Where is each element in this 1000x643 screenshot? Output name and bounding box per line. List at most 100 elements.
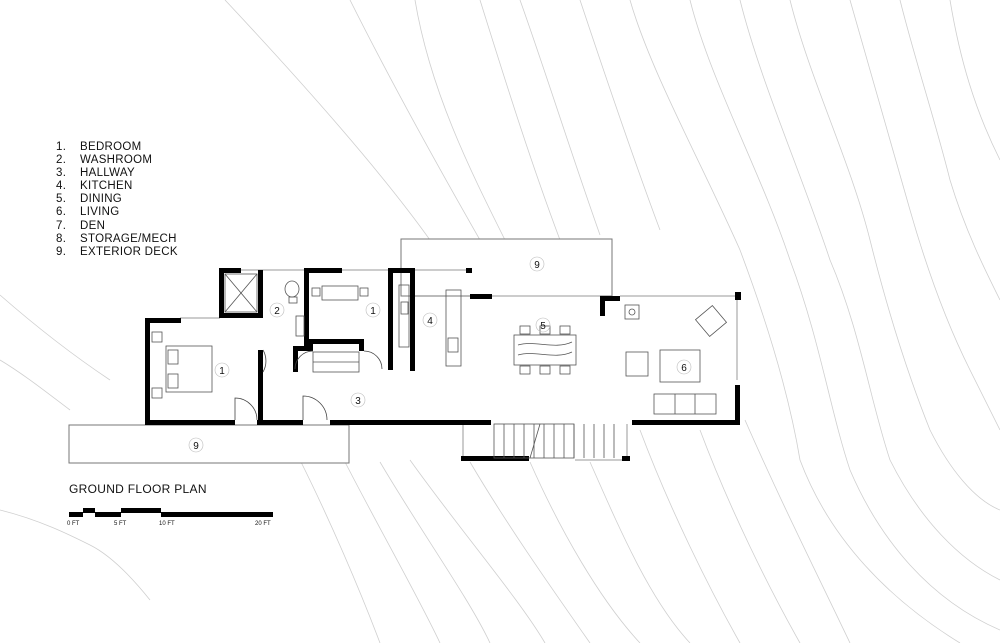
- wall: [258, 270, 263, 318]
- contour-line: [224, 0, 431, 241]
- wall: [145, 318, 150, 425]
- scale-label-5: 5 FT: [114, 521, 127, 527]
- wall: [600, 296, 620, 301]
- contour-line: [479, 0, 561, 241]
- chair: [519, 365, 531, 375]
- deck-top-outline: [400, 238, 613, 297]
- chair: [539, 325, 551, 335]
- room-legend: 1.BEDROOM 2.WASHROOM 3.HALLWAY 4.KITCHEN…: [56, 141, 178, 259]
- wall: [145, 318, 181, 323]
- wall: [293, 346, 313, 351]
- contour-line: [739, 0, 1000, 581]
- legend-item: 4.KITCHEN: [56, 180, 133, 193]
- room-tag-circle: [535, 317, 551, 333]
- dining-table: [513, 334, 577, 366]
- room-tags: 1 2 1 3 4 5 6 9 9: [188, 256, 692, 453]
- legend-item: 3.HALLWAY: [56, 167, 135, 180]
- wall: [219, 268, 241, 273]
- shower: [224, 273, 258, 313]
- wall: [461, 420, 491, 425]
- room-tag-deck-bottom: 9: [193, 441, 199, 452]
- wall: [393, 268, 411, 273]
- nightstand: [151, 331, 163, 343]
- wall: [622, 456, 630, 461]
- stove-burner: [628, 308, 636, 316]
- contour-line: [689, 0, 1000, 631]
- scale-segment: [121, 508, 161, 513]
- wall: [308, 339, 313, 351]
- stove: [624, 304, 640, 320]
- armchair: [625, 351, 649, 377]
- contour-line: [349, 0, 481, 241]
- walls: [145, 268, 741, 461]
- contour-line: [344, 461, 441, 643]
- wall: [293, 346, 298, 372]
- scale-segment: [95, 512, 121, 517]
- toilet: [284, 280, 300, 298]
- legend-item: 5.DINING: [56, 193, 123, 206]
- contour-line: [529, 461, 641, 643]
- coffee-table: [659, 349, 701, 383]
- wall: [145, 420, 235, 425]
- counter: [398, 284, 410, 348]
- wall: [470, 294, 492, 299]
- nightstand: [311, 287, 321, 297]
- wall: [410, 268, 415, 371]
- room-tag-circle: [269, 302, 285, 318]
- room-tag-circle: [350, 392, 366, 408]
- contour-line: [299, 459, 381, 643]
- contour-line: [519, 0, 601, 236]
- room-tag-circle: [214, 362, 230, 378]
- room-tag-washroom: 2: [274, 306, 280, 317]
- furniture: [151, 273, 728, 459]
- wall: [359, 339, 364, 351]
- nightstand: [359, 287, 369, 297]
- exterior-decks: [68, 238, 613, 464]
- legend-item: 6.LIVING: [56, 206, 120, 219]
- room-tag-circle: [188, 437, 204, 453]
- chair: [519, 325, 531, 335]
- wall: [219, 268, 224, 318]
- room-tag-kitchen: 4: [427, 316, 433, 327]
- wall: [330, 420, 461, 425]
- scale-label-10: 10 FT: [159, 521, 175, 527]
- scale-segment: [161, 512, 273, 517]
- room-tag-dining: 5: [540, 321, 546, 332]
- contour-line: [849, 0, 1000, 431]
- contour-line: [469, 461, 591, 643]
- vanity: [295, 315, 305, 337]
- door-swing: [262, 349, 267, 373]
- contour-line: [589, 461, 691, 643]
- bed: [165, 345, 213, 393]
- deck-bottom-outline: [68, 424, 350, 464]
- chair: [559, 365, 571, 375]
- legend-item: 9.EXTERIOR DECK: [56, 245, 178, 258]
- wall: [219, 313, 263, 318]
- bed: [321, 285, 359, 301]
- contour-line: [949, 0, 1000, 161]
- sofa: [653, 393, 717, 415]
- room-tag-bedroom-second: 1: [370, 306, 376, 317]
- contour-line: [0, 509, 151, 601]
- wall: [309, 339, 364, 344]
- contour-line: [409, 459, 546, 643]
- door-swing: [302, 395, 328, 421]
- contour-line: [579, 0, 661, 231]
- legend-item: 2.WASHROOM: [56, 154, 153, 167]
- wall: [600, 296, 605, 316]
- scale-label-20: 20 FT: [255, 521, 271, 527]
- room-tag-circle: [365, 302, 381, 318]
- legend-item: 1.BEDROOM: [56, 141, 142, 153]
- island: [445, 289, 462, 367]
- nightstand: [151, 387, 163, 399]
- chair: [539, 365, 551, 375]
- scale-label-0: 0 FT: [67, 521, 80, 527]
- room-tag-hallway: 3: [355, 396, 361, 407]
- scale-segment: [83, 508, 95, 513]
- room-tag-living: 6: [681, 363, 687, 374]
- contour-line: [414, 0, 506, 241]
- armchair: [694, 304, 728, 338]
- contour-line: [789, 0, 1000, 511]
- wall: [257, 420, 303, 425]
